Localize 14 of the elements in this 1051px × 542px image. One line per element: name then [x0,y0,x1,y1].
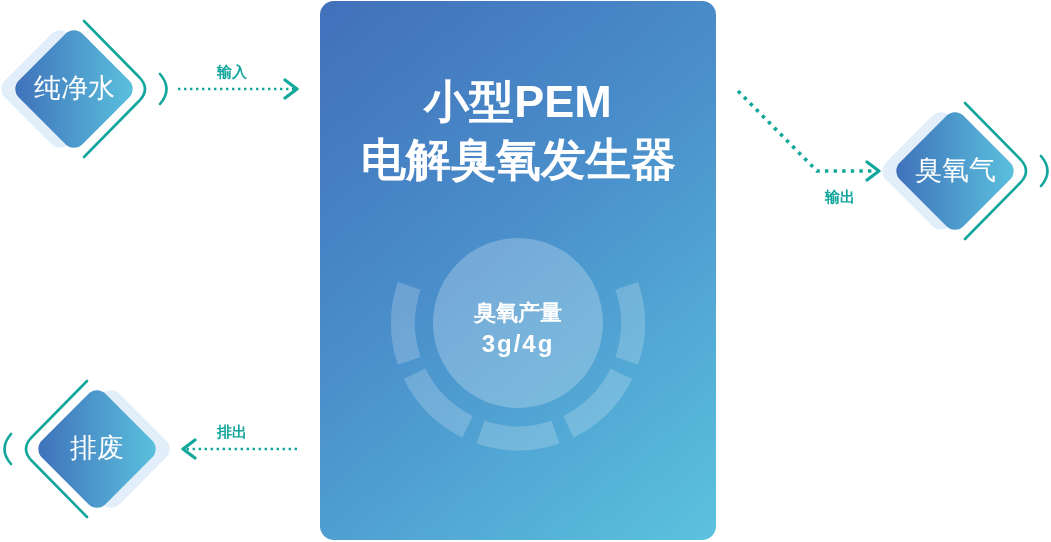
output-value: 3g/4g [481,330,555,358]
dotted-arrow [736,89,881,182]
node-label: 臭氧气 [914,155,996,187]
diamond-node [882,99,1051,243]
diamond-node [1,17,170,161]
dotted-arrow [181,438,297,460]
dotted-arrow [178,78,299,100]
node-label: 臭氧产量 [474,300,562,326]
node-label: 纯净水 [33,73,115,105]
edge-label: 输入 [215,63,249,81]
device-panel [320,1,716,540]
diamond-node [1,377,170,521]
node-label: 排废 [70,433,124,465]
panel-title: 小型PEM电解臭氧发生器 [359,75,677,187]
